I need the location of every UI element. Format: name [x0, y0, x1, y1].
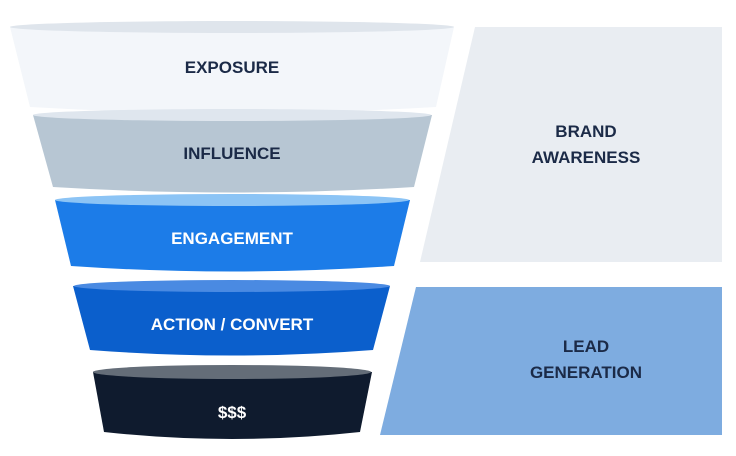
stage-engagement-band [55, 194, 410, 272]
lead-generation-label-line2: GENERATION [530, 363, 642, 382]
stage-action-band [73, 280, 390, 356]
brand-awareness-label-line1: BRAND [555, 122, 616, 141]
stage-engagement-rim [55, 194, 409, 206]
stage-exposure-band [10, 21, 454, 113]
stage-influence-label: INFLUENCE [183, 144, 280, 163]
stage-money-label: $$$ [218, 403, 247, 422]
stage-exposure-label: EXPOSURE [185, 58, 279, 77]
stage-influence-rim [33, 109, 431, 121]
stage-influence-band [33, 109, 432, 193]
stage-engagement-label: ENGAGEMENT [171, 229, 293, 248]
lead-generation-panel [380, 287, 722, 435]
stage-money-band [93, 367, 372, 439]
stage-exposure-rim [10, 21, 454, 33]
lead-generation-label-line1: LEAD [563, 337, 609, 356]
brand-awareness-panel [420, 27, 722, 262]
stage-action-rim [74, 280, 390, 292]
stage-money-rim [93, 365, 371, 379]
stage-action-label: ACTION / CONVERT [151, 315, 314, 334]
brand-awareness-label-line2: AWARENESS [532, 148, 641, 167]
